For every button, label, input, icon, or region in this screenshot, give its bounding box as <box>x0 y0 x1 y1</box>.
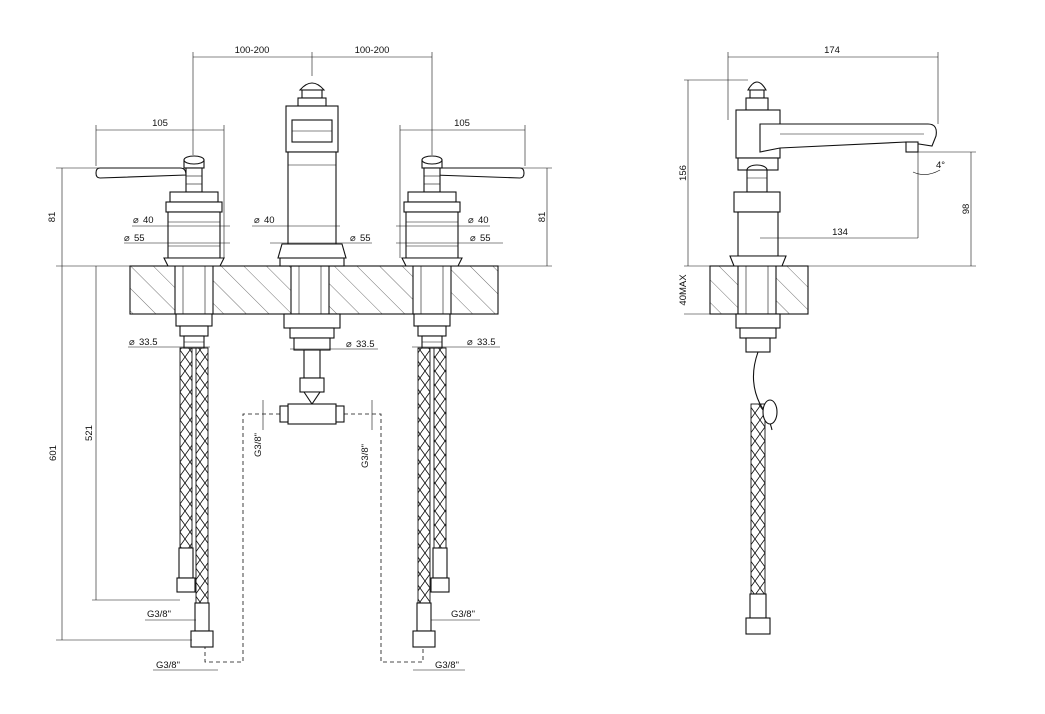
supply-line-right <box>344 413 424 663</box>
dim-d40-left: 40 <box>143 215 154 226</box>
spout <box>759 123 937 153</box>
dim-d40-center: 40 <box>264 215 275 226</box>
label-g38-right-upper: G3/8" <box>451 609 475 620</box>
svg-text:⌀: ⌀ <box>470 233 476 244</box>
left-lever <box>95 167 187 179</box>
front-view: 100-200 100-200 105 105 81 81 ⌀ 40 ⌀ 55 … <box>47 45 552 671</box>
right-valve <box>401 155 525 349</box>
label-g38-tee-right: G3/8" <box>360 444 371 468</box>
deck-cutout-center <box>290 265 330 315</box>
side-view: 174 156 40MAX 134 98 4° <box>678 45 976 635</box>
dim-spacing-left: 100-200 <box>235 45 270 56</box>
dim-d335-right: 33.5 <box>477 337 496 348</box>
svg-text:⌀: ⌀ <box>254 215 260 226</box>
label-g38-right-lower: G3/8" <box>435 660 459 671</box>
dim-side-deck-max: 40MAX <box>678 274 689 306</box>
svg-text:⌀: ⌀ <box>350 233 356 244</box>
svg-text:⌀: ⌀ <box>129 337 135 348</box>
label-g38-left-lower: G3/8" <box>156 660 180 671</box>
svg-text:⌀: ⌀ <box>124 233 130 244</box>
dim-height-left: 81 <box>47 212 58 223</box>
diameter-labels: ⌀ 40 ⌀ 55 ⌀ 40 ⌀ 55 ⌀ 40 ⌀ 55 ⌀ 33.5 ⌀ 3… <box>124 215 503 350</box>
deck-cutout-right <box>412 265 452 315</box>
dim-side-height: 156 <box>678 165 689 181</box>
dim-total-length: 601 <box>48 445 59 461</box>
dim-side-spout-height: 98 <box>961 204 972 215</box>
center-body <box>277 82 347 425</box>
supply-line-left <box>204 413 280 663</box>
svg-text:⌀: ⌀ <box>468 215 474 226</box>
right-lever <box>433 167 525 179</box>
dim-height-right: 81 <box>537 212 548 223</box>
svg-text:⌀: ⌀ <box>133 215 139 226</box>
svg-text:⌀: ⌀ <box>467 337 473 348</box>
dim-side-angle: 4° <box>936 160 945 171</box>
dim-spacing-right: 100-200 <box>355 45 390 56</box>
dim-side-width: 174 <box>824 45 840 56</box>
label-g38-tee-left: G3/8" <box>253 433 264 457</box>
dim-side-reach: 134 <box>832 227 848 238</box>
dim-lever-left: 105 <box>152 118 168 129</box>
dim-d335-center: 33.5 <box>356 339 375 350</box>
dim-d335-left: 33.5 <box>139 337 158 348</box>
dim-d55-left: 55 <box>134 233 145 244</box>
dim-d40-right: 40 <box>478 215 489 226</box>
left-valve <box>95 155 225 349</box>
dim-d55-right: 55 <box>480 233 491 244</box>
hoses <box>176 347 450 648</box>
dim-lever-right: 105 <box>454 118 470 129</box>
svg-text:⌀: ⌀ <box>346 339 352 350</box>
deck-cutout-left <box>174 265 214 315</box>
dim-hose-length: 521 <box>84 425 95 441</box>
dim-d55-center: 55 <box>360 233 371 244</box>
label-g38-left-upper: G3/8" <box>147 609 171 620</box>
